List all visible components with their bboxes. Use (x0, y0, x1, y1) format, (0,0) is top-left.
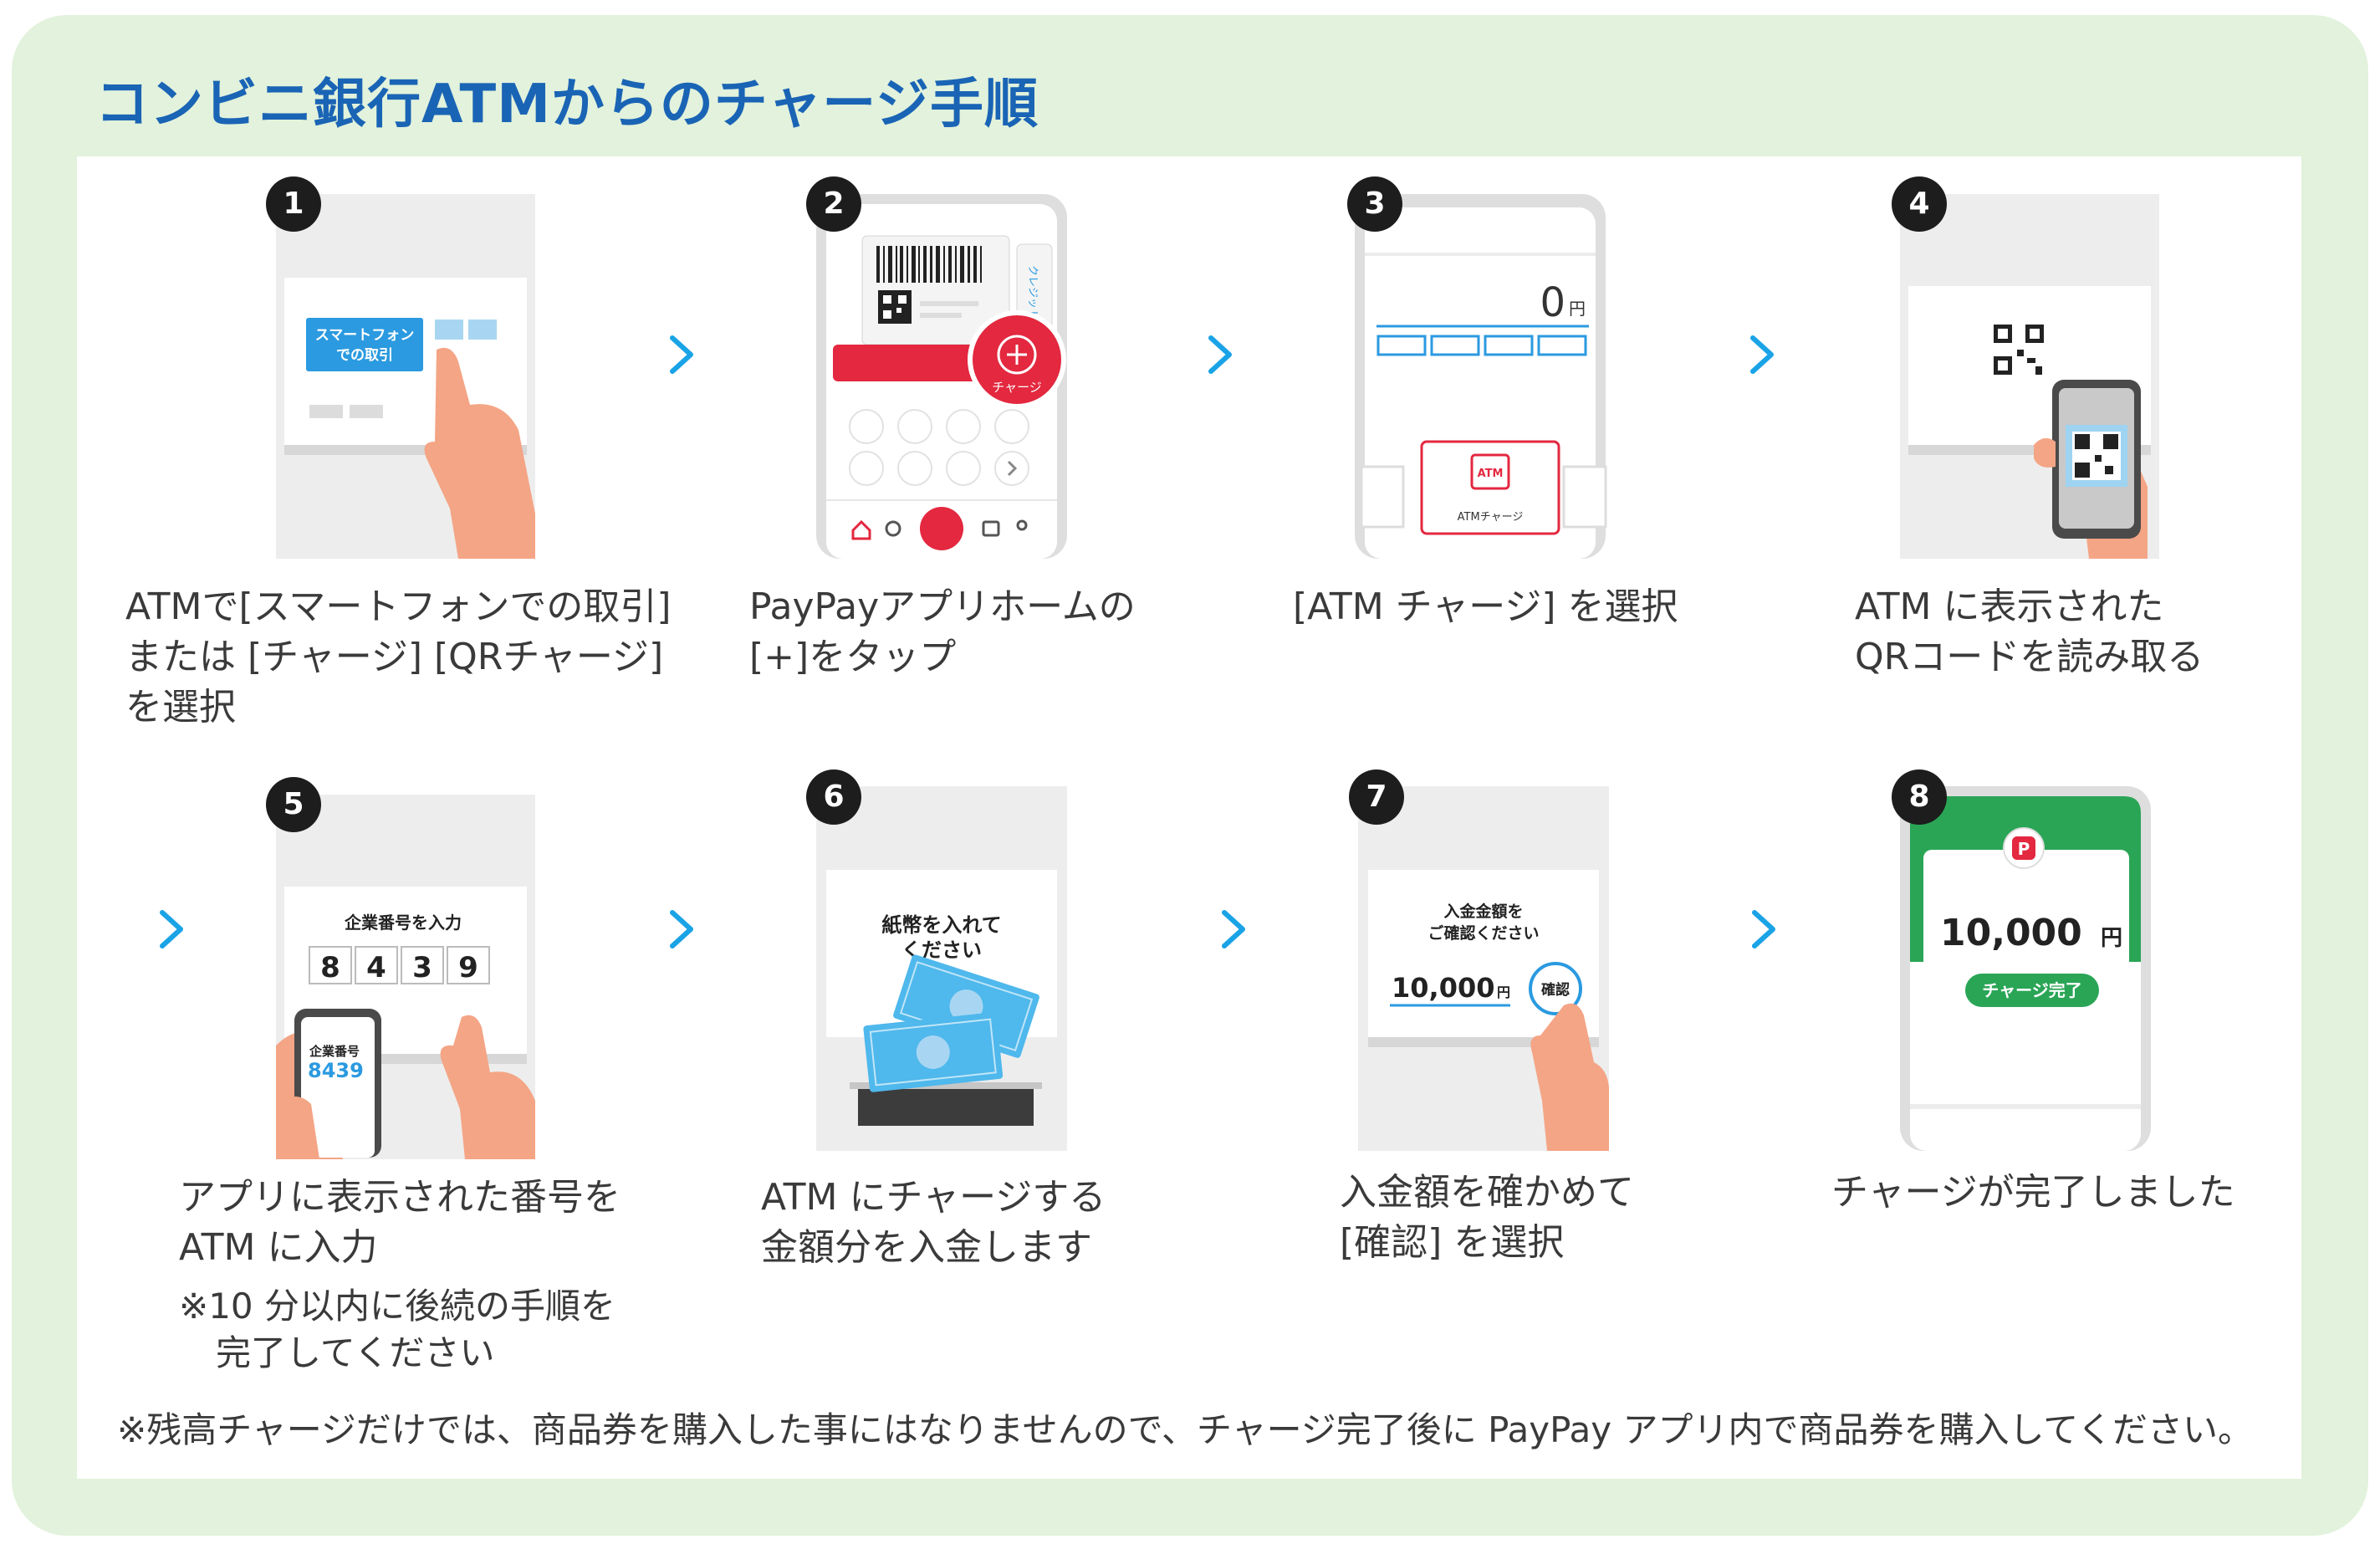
step-caption: チャージが完了しました (1831, 1171, 2235, 1214)
chevron-right-icon (670, 335, 693, 374)
step-number-badge: 5 (266, 777, 321, 832)
enter-company-number-illustration: 企業番号を入力 8 4 3 9 企業番号 8439 (276, 795, 535, 1159)
yen-unit: 円 (1497, 984, 1510, 1000)
atm-icon-label: ATM (1478, 468, 1504, 480)
atm-button-text: スマートフォン (315, 327, 415, 344)
digit-box: 8 (320, 951, 340, 984)
chevron-right-icon (160, 910, 183, 948)
atm-button-text: での取引 (336, 347, 393, 364)
step-number-badge: 8 (1892, 769, 1947, 825)
charge-complete-illustration: P 10,000 円 チャージ完了 (1900, 786, 2151, 1151)
confirm-button-label: 確認 (1541, 981, 1570, 999)
confirm-amount-illustration: 入金金額を ご確認ください 10,000 円 確認 (1358, 786, 1609, 1151)
step-number-badge: 7 (1349, 769, 1404, 825)
confirm-prompt: 入金金額を (1443, 902, 1523, 921)
phone-company-label: 企業番号 (309, 1044, 360, 1059)
yen-unit: 円 (2101, 926, 2122, 951)
amount-zero: 0 (1540, 279, 1565, 326)
page-title: コンビニ銀行ATMからのチャージ手順 (95, 74, 1039, 135)
chevron-right-icon (1750, 335, 1774, 374)
step-caption: 入金額を確かめて[確認] を選択 (1340, 1171, 1634, 1264)
scan-qr-illustration (1900, 194, 2159, 559)
time-limit-note: ※10 分以内に後続の手順を完了してください (179, 1286, 615, 1373)
confirm-prompt: ご確認ください (1427, 923, 1539, 943)
digit-box: 3 (412, 951, 432, 984)
charge-complete-badge: チャージ完了 (1982, 980, 2081, 1000)
step-number-badge: 2 (806, 176, 861, 232)
chevron-right-icon (670, 910, 693, 948)
phone-company-number: 8439 (308, 1059, 364, 1082)
deposit-amount: 10,000 (1392, 972, 1494, 1004)
completed-amount: 10,000 (1940, 912, 2082, 954)
chevron-right-icon (1208, 335, 1232, 374)
company-number-prompt: 企業番号を入力 (344, 913, 462, 933)
digit-box: 4 (366, 951, 386, 984)
paypay-app-home-illustration: クレジット チャージ (816, 194, 1067, 559)
charge-button-label: チャージ (992, 380, 1042, 395)
footnote: ※残高チャージだけでは、商品券を購入した事にはなりませんので、チャージ完了後に … (117, 1409, 2253, 1450)
step-caption: ATM にチャージする金額分を入金します (761, 1176, 1106, 1269)
yen-unit: 円 (1569, 299, 1586, 319)
step-number-badge: 6 (806, 769, 861, 825)
step-caption: PayPayアプリホームの[+]をタップ (749, 585, 1136, 678)
insert-bills-illustration: 紙幣を入れて ください (816, 786, 1067, 1151)
credit-card-label: クレジット (1026, 265, 1039, 320)
step-number-badge: 3 (1347, 176, 1402, 232)
digit-box: 9 (458, 951, 478, 984)
paypay-logo-letter: P (2018, 839, 2030, 859)
chevron-right-icon (1752, 910, 1775, 948)
step-number-badge: 1 (266, 176, 321, 232)
atm-insert-text: 紙幣を入れて (881, 913, 1001, 937)
chevron-right-icon (1222, 910, 1245, 948)
step-number-badge: 4 (1892, 176, 1947, 232)
step-caption: ATMで[スマートフォンでの取引]または [チャージ] [QRチャージ]を選択 (125, 585, 672, 729)
atm-charge-select-illustration: 0 円 ATM ATMチャージ (1355, 194, 1607, 559)
atm-select-smartphone-illustration: スマートフォン での取引 (276, 194, 535, 559)
atm-charge-label: ATMチャージ (1458, 511, 1524, 524)
step-caption: [ATM チャージ] を選択 (1293, 585, 1678, 628)
